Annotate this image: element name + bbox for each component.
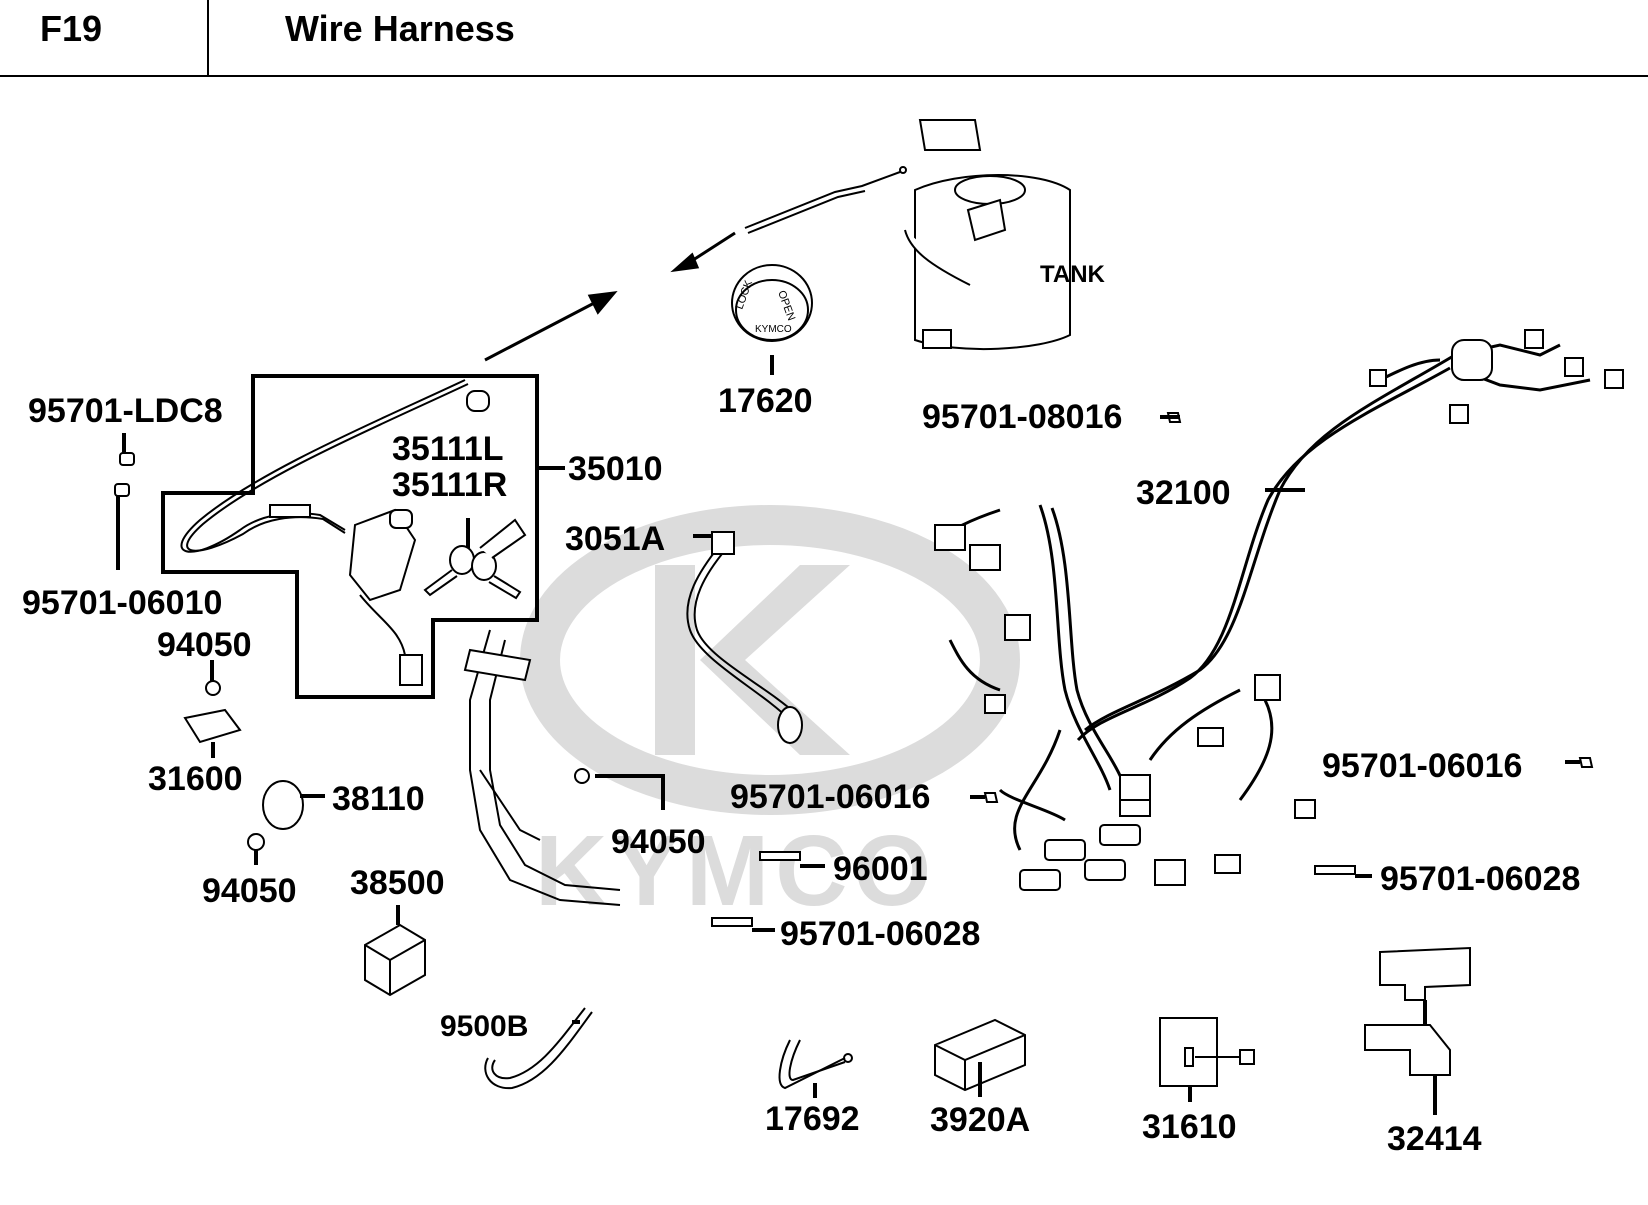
connector-31610 bbox=[1159, 1017, 1255, 1087]
page-header: F19 Wire Harness bbox=[0, 0, 1648, 77]
callout-32100: 32100 bbox=[1136, 474, 1231, 512]
callout-31610: 31610 bbox=[1142, 1108, 1237, 1146]
callout-95701-ldc8: 95701-LDC8 bbox=[28, 392, 223, 430]
callout-17692: 17692 bbox=[765, 1100, 860, 1138]
callout-38500: 38500 bbox=[350, 864, 445, 902]
callout-94050-b: 94050 bbox=[202, 872, 297, 910]
callout-labels: 17620 95701-08016 95701-LDC8 35111L 3511… bbox=[22, 382, 1580, 1158]
frame-bracket bbox=[463, 629, 621, 906]
tank-label: TANK bbox=[1040, 261, 1106, 288]
callout-94050-c: 94050 bbox=[611, 823, 706, 861]
leader-lines bbox=[116, 355, 1580, 1115]
watermark-k-shape bbox=[655, 565, 850, 755]
callout-31600: 31600 bbox=[148, 760, 243, 798]
relay-38500 bbox=[364, 923, 426, 997]
hose-9500b bbox=[484, 1007, 593, 1090]
callout-32414: 32414 bbox=[1387, 1120, 1482, 1158]
kymco-watermark bbox=[520, 505, 1020, 815]
callout-38110: 38110 bbox=[332, 780, 425, 818]
fuel-cap-illustration bbox=[731, 264, 813, 342]
callout-95701-06010: 95701-06010 bbox=[22, 584, 222, 622]
callout-94050-a: 94050 bbox=[157, 626, 252, 664]
callout-35111l: 35111L bbox=[392, 430, 504, 468]
callout-3920a: 3920A bbox=[930, 1101, 1030, 1139]
seat-lock-assembly bbox=[348, 390, 490, 686]
callout-3051a: 3051A bbox=[565, 520, 665, 558]
callout-95701-06016-a: 95701-06016 bbox=[730, 778, 930, 816]
callout-95701-08016: 95701-08016 bbox=[922, 398, 1122, 436]
direction-arrows bbox=[484, 231, 736, 362]
cdi-unit-3920a bbox=[934, 1018, 1026, 1092]
harness-connectors bbox=[934, 329, 1624, 891]
header-divider bbox=[207, 0, 209, 75]
callout-35111r: 35111R bbox=[392, 466, 507, 504]
hose-17692 bbox=[778, 1039, 853, 1090]
figure-title: Wire Harness bbox=[285, 8, 515, 49]
fuel-tank-illustration bbox=[904, 119, 1071, 351]
fastener-parts bbox=[114, 412, 1594, 927]
callout-95701-06028-a: 95701-06028 bbox=[1380, 860, 1580, 898]
callout-9500b: 9500B bbox=[440, 1010, 528, 1043]
callout-35010: 35010 bbox=[568, 450, 663, 488]
boots-32414 bbox=[1364, 946, 1471, 1076]
inset-box bbox=[161, 374, 539, 699]
callout-96001: 96001 bbox=[833, 850, 928, 888]
keys bbox=[423, 518, 527, 600]
fuel-cap-brand-text: KYMCO bbox=[755, 324, 792, 335]
seat-lock-cable bbox=[180, 379, 469, 553]
watermark-text: KYMCO bbox=[535, 815, 937, 927]
callout-17620: 17620 bbox=[718, 382, 813, 420]
tank-cable bbox=[744, 166, 907, 234]
sensor-3051a bbox=[686, 531, 803, 744]
callout-95701-06016-b: 95701-06016 bbox=[1322, 747, 1522, 785]
callout-95701-06028-b: 95701-06028 bbox=[780, 915, 980, 953]
figure-code: F19 bbox=[40, 8, 103, 49]
